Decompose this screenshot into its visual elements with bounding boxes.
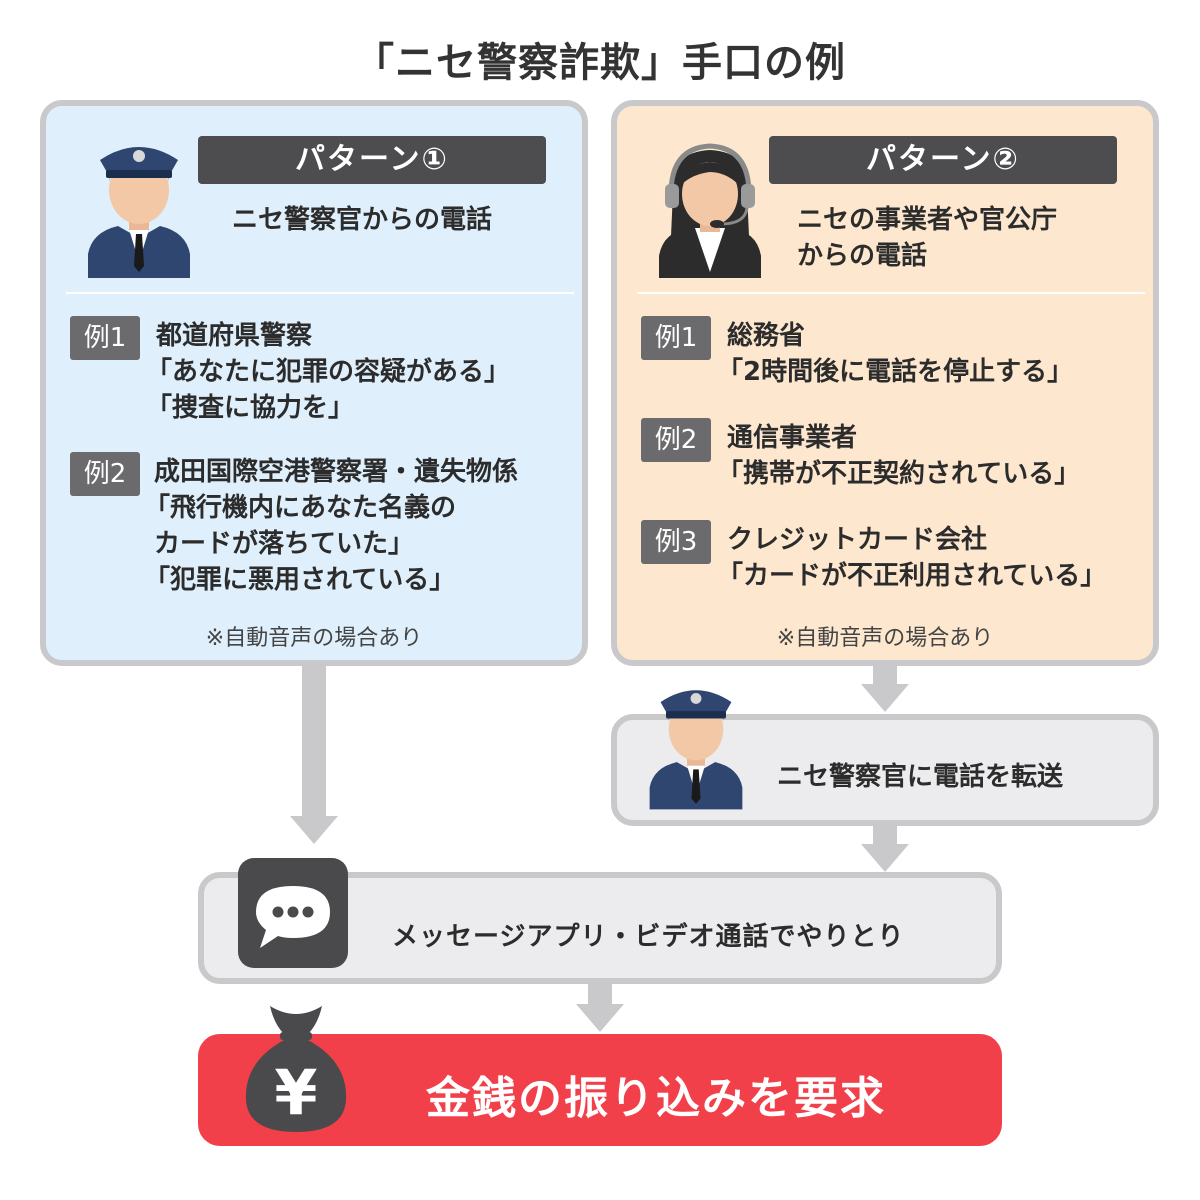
connector-line xyxy=(302,666,326,818)
page-title: 「ニセ警察詐欺」手口の例 xyxy=(354,40,846,86)
pattern1-subtitle: ニセ警察官からの電話 xyxy=(231,205,492,235)
example-line: 「2時間後に電話を停止する」 xyxy=(717,357,1074,387)
arrow-down-icon xyxy=(861,844,909,872)
messaging-text: メッセージアプリ・ビデオ通話でやりとり xyxy=(392,922,905,952)
example-line: 「あなたに犯罪の容疑がある」 xyxy=(146,357,511,387)
police-officer-icon xyxy=(649,690,743,810)
arrow-down-icon xyxy=(290,816,338,844)
example-badge: 例1 xyxy=(70,316,140,360)
pattern2-subtitle: ニセの事業者や官公庁 からの電話 xyxy=(797,202,1177,274)
demand-text: 金銭の振り込みを要求 xyxy=(426,1073,886,1124)
police-officer-icon xyxy=(88,147,190,278)
example-text: 通信事業者 「携帯が不正契約されている」 xyxy=(717,420,1080,492)
example-line: 「捜査に協力を」 xyxy=(146,393,355,423)
connector-line xyxy=(873,826,897,846)
pattern1-note: ※自動音声の場合あり xyxy=(205,626,423,651)
example-line: 「携帯が不正契約されている」 xyxy=(717,459,1081,489)
example-line: カードが落ちていた」 xyxy=(154,529,415,559)
example-badge: 例1 xyxy=(641,316,711,360)
arrow-down-icon xyxy=(576,1004,624,1032)
divider xyxy=(637,292,1145,294)
example-text: 総務省 「2時間後に電話を停止する」 xyxy=(717,318,1073,390)
example-badge: 例2 xyxy=(641,418,711,462)
connector-line xyxy=(588,984,612,1006)
example-badge: 例2 xyxy=(70,452,140,496)
subtitle-line: からの電話 xyxy=(797,241,928,271)
example-line: クレジットカード会社 xyxy=(727,525,988,555)
example-line: 「カードが不正利用されている」 xyxy=(717,561,1107,591)
subtitle-line: ニセの事業者や官公庁 xyxy=(797,205,1058,235)
example-line: 通信事業者 xyxy=(727,423,858,453)
arrow-down-icon xyxy=(861,684,909,712)
example-text: クレジットカード会社 「カードが不正利用されている」 xyxy=(717,522,1106,594)
chat-bubble-icon xyxy=(238,858,348,968)
example-line: 総務省 xyxy=(727,321,806,351)
transfer-text: ニセ警察官に電話を転送 xyxy=(777,762,1064,792)
example-line: 「飛行機内にあなた名義の xyxy=(144,493,457,523)
pattern2-label: パターン② xyxy=(769,136,1117,184)
example-text: 成田国際空港警察署・遺失物係 「飛行機内にあなた名義の カードが落ちていた」 「… xyxy=(144,454,519,598)
pattern2-note: ※自動音声の場合あり xyxy=(776,626,994,651)
example-line: 「犯罪に悪用されている」 xyxy=(144,565,456,595)
divider xyxy=(66,292,574,294)
pattern1-panel: パターン① ニセ警察官からの電話 例1 都道府県警察 「あなたに犯罪の容疑がある… xyxy=(40,100,588,666)
example-line: 都道府県警察 xyxy=(156,321,313,351)
example-badge: 例3 xyxy=(641,520,711,564)
money-bag-icon: ¥ xyxy=(245,1006,347,1132)
pattern2-panel: パターン② ニセの事業者や官公庁 からの電話 例1 総務省 「2時間後に電話を停… xyxy=(611,100,1159,666)
example-text: 都道府県警察 「あなたに犯罪の容疑がある」 「捜査に協力を」 xyxy=(146,318,510,426)
yen-symbol: ¥ xyxy=(274,1056,317,1129)
pattern1-label: パターン① xyxy=(198,136,546,184)
example-line: 成田国際空港警察署・遺失物係 xyxy=(154,457,519,487)
connector-line xyxy=(873,666,897,686)
operator-headset-icon xyxy=(659,143,761,278)
